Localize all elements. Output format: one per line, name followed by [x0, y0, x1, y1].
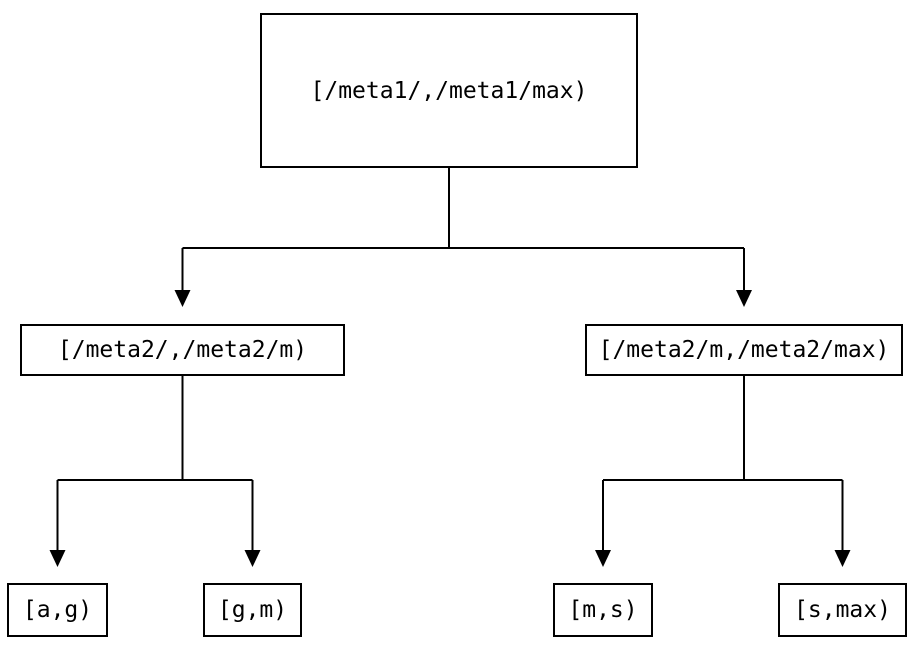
edges-root-children [174, 168, 752, 307]
node-label: [/meta1/,/meta1/max) [310, 77, 588, 104]
node-leaf-smax: [s,max) [778, 583, 907, 637]
node-root-range: [/meta1/,/meta1/max) [260, 13, 638, 168]
edge-arrowhead-down-icon [834, 550, 851, 567]
node-label: [a,g) [22, 597, 93, 623]
node-left-child-range: [/meta2/,/meta2/m) [20, 324, 345, 376]
edge-arrowhead-down-icon [736, 290, 752, 307]
node-label: [m,s) [568, 597, 638, 623]
edges-right-subtree [595, 376, 851, 567]
node-label: [/meta2/m,/meta2/max) [598, 337, 890, 363]
edge-arrowhead-down-icon [174, 290, 191, 307]
edge-arrowhead-down-icon [244, 550, 261, 567]
node-leaf-gm: [g,m) [203, 583, 302, 637]
edge-arrowhead-down-icon [595, 550, 611, 567]
node-leaf-ms: [m,s) [553, 583, 653, 637]
edges-left-subtree [49, 376, 261, 567]
node-label: [g,m) [217, 597, 288, 623]
node-label: [s,max) [794, 597, 891, 623]
node-right-child-range: [/meta2/m,/meta2/max) [585, 324, 903, 376]
edge-arrowhead-down-icon [49, 550, 66, 567]
node-label: [/meta2/,/meta2/m) [57, 337, 308, 363]
node-leaf-ag: [a,g) [7, 583, 108, 637]
